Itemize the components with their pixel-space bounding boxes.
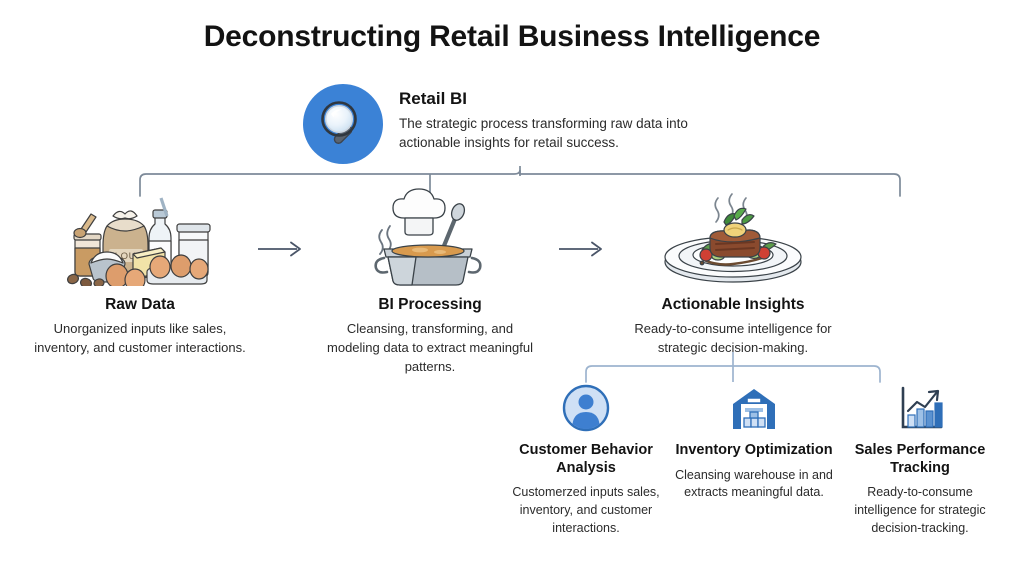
root-badge xyxy=(303,84,383,164)
stage-actionable-insights-description: Ready-to-consume intelligence for strate… xyxy=(634,321,832,355)
stage-raw-data-description: Unorganized inputs like sales, inventory… xyxy=(34,321,246,355)
stage-actionable-insights-art xyxy=(608,186,858,286)
stage-bi-processing-art xyxy=(305,186,555,286)
svg-text:FLOUR: FLOUR xyxy=(108,251,143,262)
baking-ingredients-illustration: FLOUR xyxy=(67,197,211,286)
root-text-block: Retail BI The strategic process transfor… xyxy=(399,84,729,152)
root-description: The strategic process transforming raw d… xyxy=(399,116,688,151)
plated-steak-dish-illustration xyxy=(664,193,802,283)
page-title: Deconstructing Retail Business Intellige… xyxy=(203,20,821,53)
leaf-customer-behavior-analysis-icon-wrap xyxy=(497,382,675,434)
stage-raw-data-title: Raw Data xyxy=(105,296,175,313)
magnifying-glass-icon xyxy=(321,101,357,144)
stage-raw-data-art: FLOUR xyxy=(15,186,265,286)
stage-actionable-insights: Actionable Insights Ready-to-consume int… xyxy=(608,186,858,358)
leaf-customer-behavior-analysis: Customer Behavior Analysis Customerzed i… xyxy=(497,382,675,538)
leaf-inventory-optimization-icon-wrap xyxy=(665,382,843,434)
connector-bottom-bracket xyxy=(585,365,881,383)
leaf-sales-performance-tracking-description: Ready-to-consume intelligence for strate… xyxy=(854,485,986,535)
leaf-inventory-optimization-title: Inventory Optimization xyxy=(675,442,833,458)
root-title: Retail BI xyxy=(399,89,468,108)
stage-bi-processing-title: BI Processing xyxy=(378,296,482,313)
leaf-sales-performance-tracking-icon-wrap xyxy=(831,382,1009,434)
bar-chart-growth-icon xyxy=(901,386,943,429)
arrow-processing-to-insights xyxy=(559,241,602,257)
leaf-sales-performance-tracking: Sales Performance Tracking Ready-to-cons… xyxy=(831,382,1009,538)
chef-hat-cooking-pot-illustration xyxy=(374,188,482,286)
leaf-sales-performance-tracking-title: Sales Performance Tracking xyxy=(854,442,986,476)
stage-bi-processing-description: Cleansing, transforming, and modeling da… xyxy=(327,321,533,374)
user-avatar-icon xyxy=(562,384,610,432)
leaf-inventory-optimization: Inventory Optimization Cleansing warehou… xyxy=(665,382,843,502)
stage-raw-data: FLOUR xyxy=(15,186,265,358)
leaf-customer-behavior-analysis-title: Customer Behavior Analysis xyxy=(519,442,653,476)
leaf-inventory-optimization-description: Cleansing warehouse in and extracts mean… xyxy=(675,467,833,500)
stage-bi-processing: BI Processing Cleansing, transforming, a… xyxy=(305,186,555,377)
leaf-customer-behavior-analysis-description: Customerzed inputs sales, inventory, and… xyxy=(512,485,660,535)
stage-actionable-insights-title: Actionable Insights xyxy=(661,296,805,313)
root-node-retail-bi: Retail BI The strategic process transfor… xyxy=(303,84,729,164)
warehouse-icon xyxy=(733,389,775,429)
